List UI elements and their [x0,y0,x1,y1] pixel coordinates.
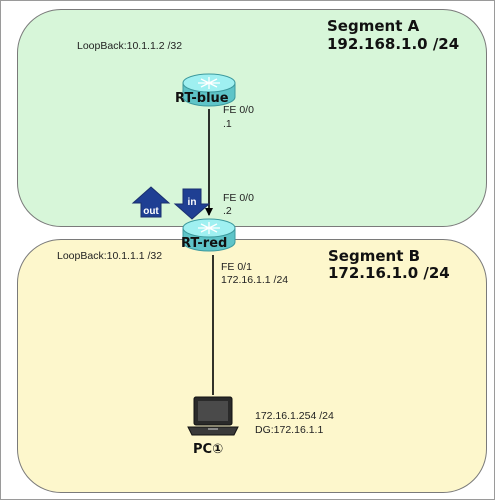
out-arrow-label: out [143,206,159,217]
rt-red-label: RT-red [181,236,228,251]
router-rt-blue-icon[interactable] [182,73,236,107]
router-rt-red-icon[interactable] [182,218,236,252]
pc-label: PC① [193,442,224,457]
segment-a-area [17,9,487,227]
in-arrow-icon: in [173,188,211,220]
segment-a-title: Segment A [327,17,420,35]
in-arrow-label: in [188,197,197,208]
out-arrow-icon: out [131,186,171,218]
rt-red-loopback: LoopBack:10.1.1.1 /32 [57,250,163,262]
segment-b-title: Segment B [328,247,421,265]
rt-blue-loopback: LoopBack:10.1.1.2 /32 [77,40,183,52]
pc-default-gateway: DG:172.16.1.1 [255,424,324,436]
rt-blue-interface: FE 0/0 [223,104,254,116]
pc-ip-address: 172.16.1.254 /24 [255,410,334,422]
rt-red-upper-interface: FE 0/0 [223,192,254,204]
rt-blue-address: .1 [223,118,232,130]
rt-red-upper-address: .2 [223,205,232,217]
rt-red-lower-address: 172.16.1.1 /24 [221,274,289,286]
segment-b-area [17,239,487,493]
rt-red-lower-interface: FE 0/1 [221,261,252,273]
pc-laptop-icon[interactable] [187,396,239,436]
rt-blue-label: RT-blue [175,91,229,106]
segment-a-network: 192.168.1.0 /24 [327,35,460,53]
segment-b-network: 172.16.1.0 /24 [328,264,450,282]
